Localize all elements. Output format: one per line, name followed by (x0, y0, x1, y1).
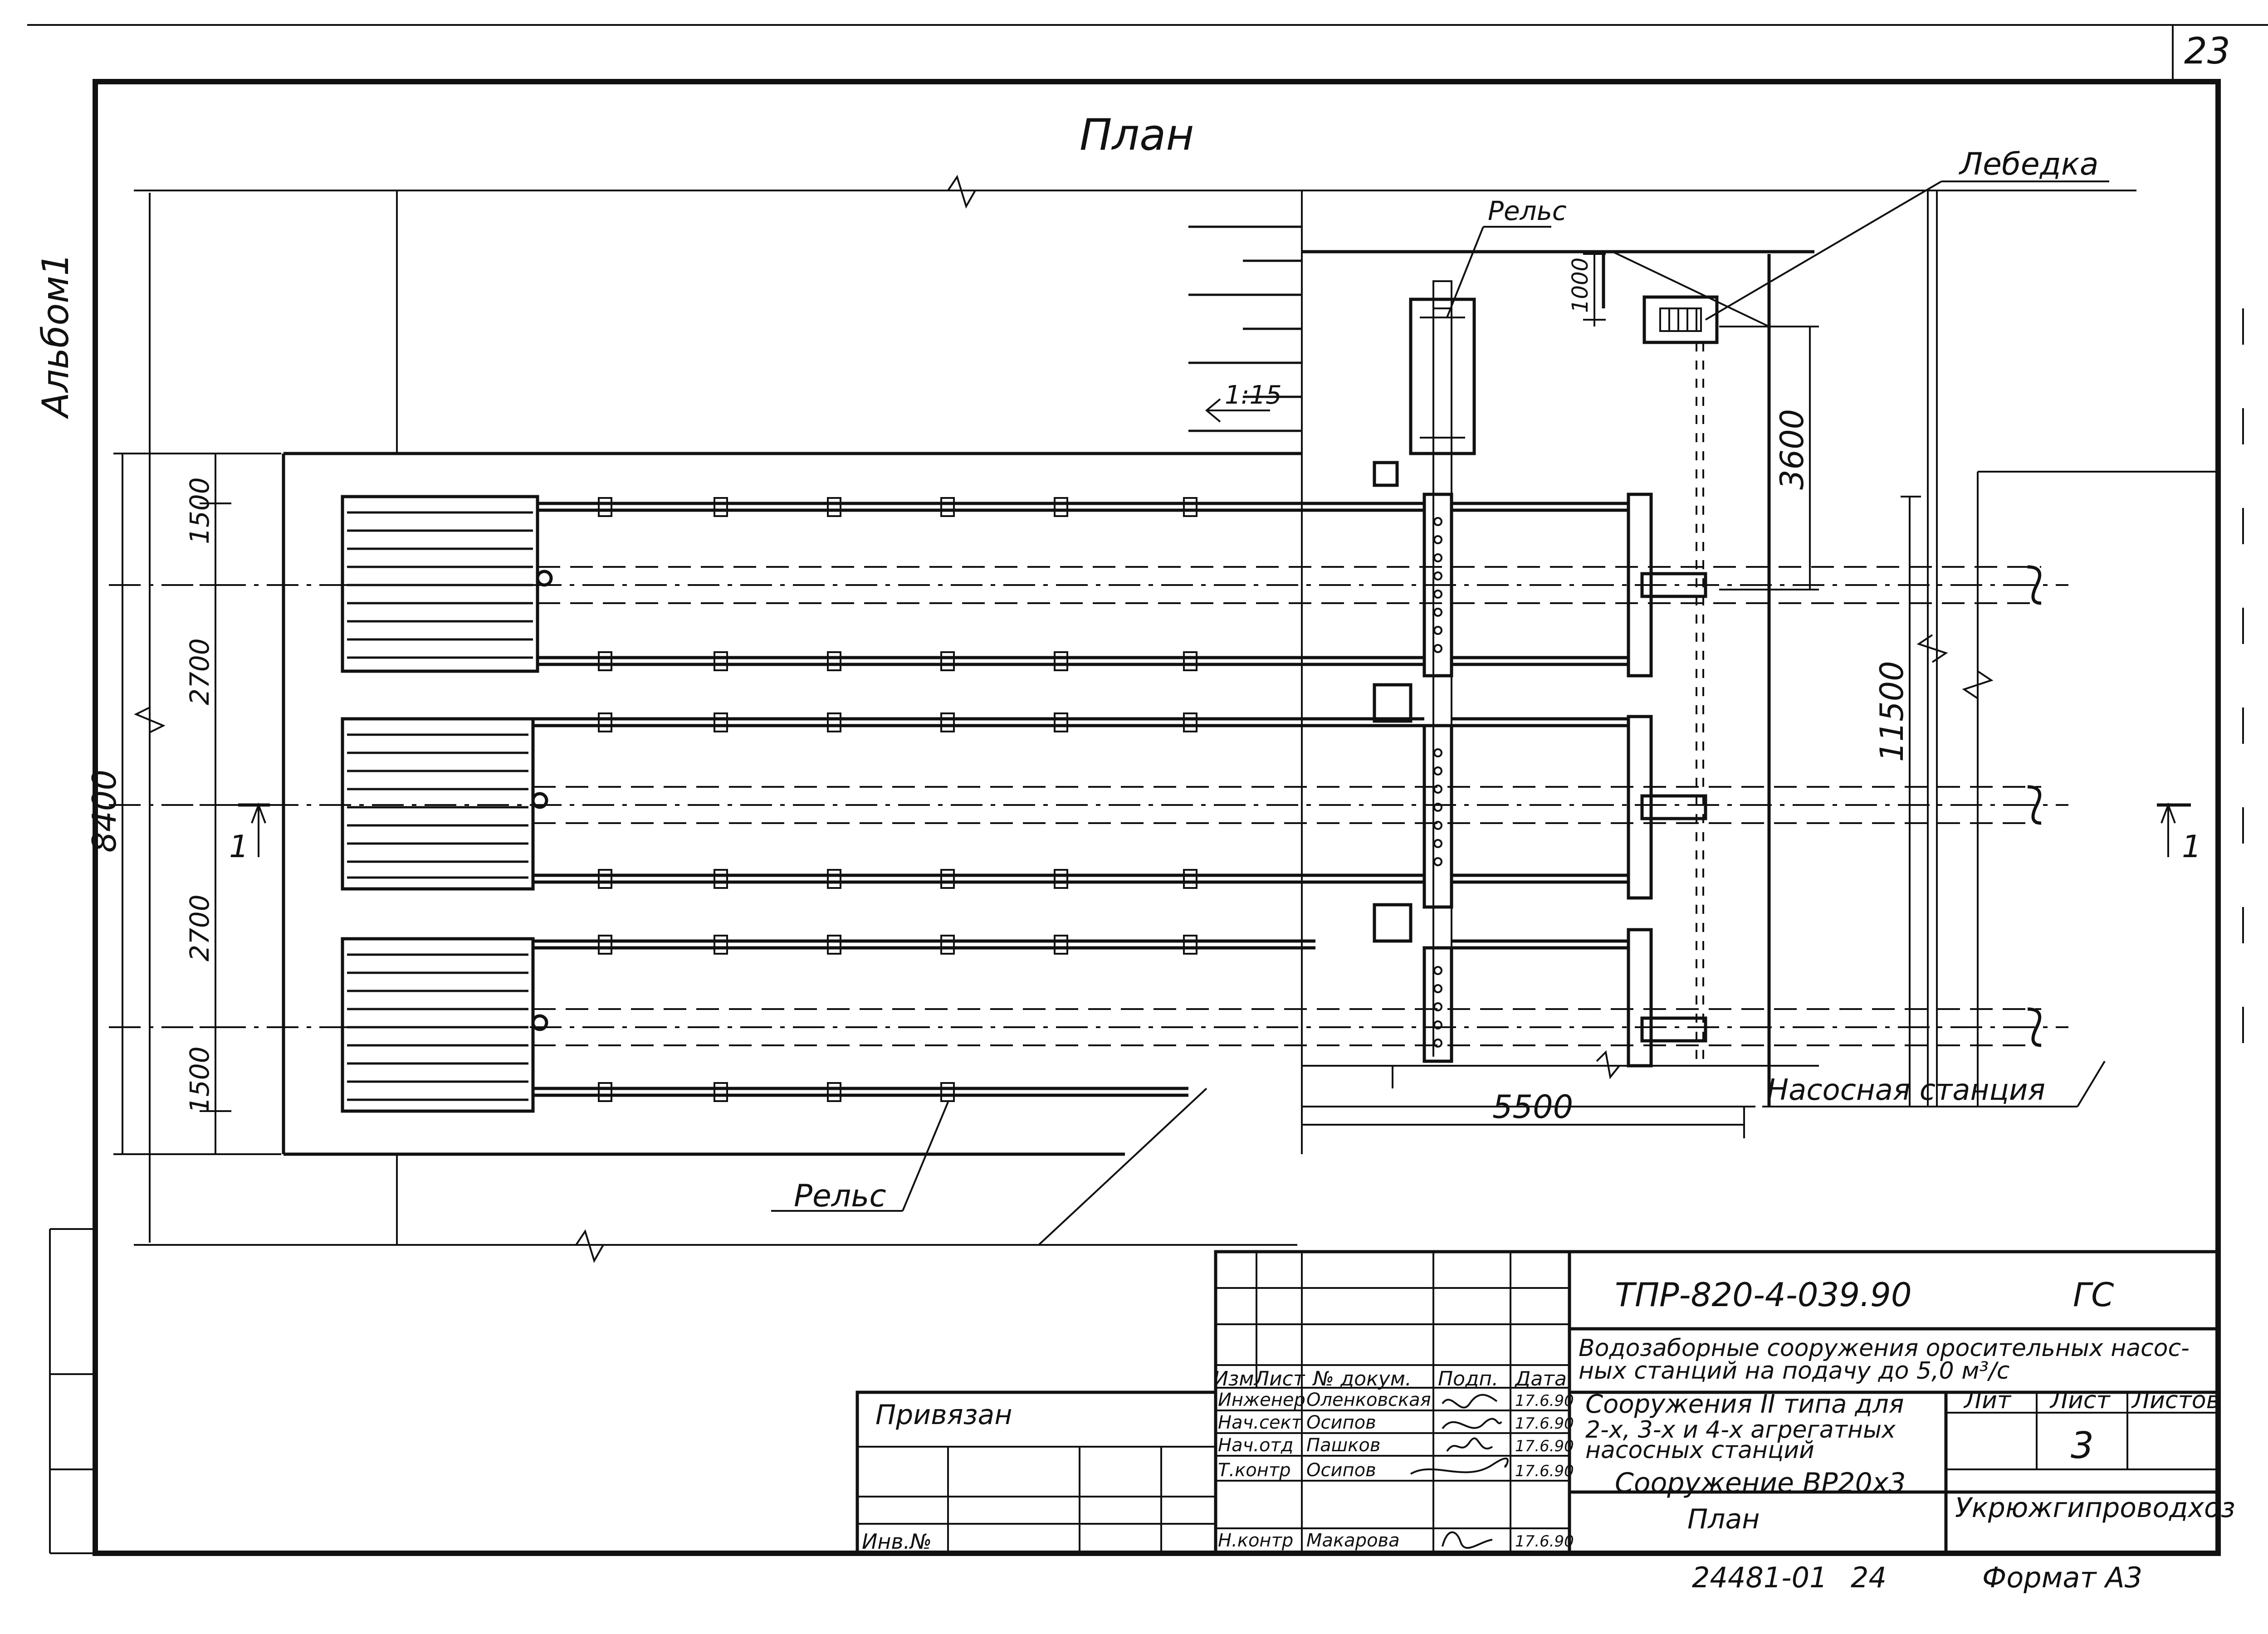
dim-chain-left (113, 453, 281, 1155)
signer-date: 17.6.90 (1515, 1462, 1574, 1480)
lit-header: Лит (1963, 1387, 2012, 1414)
signature-mark (1442, 1394, 1498, 1409)
signer-name: Осипов (1306, 1412, 1376, 1433)
extent-lines (134, 175, 2136, 1263)
plan-title: План (1080, 110, 1194, 160)
signer-row: Т.контр Осипов 17.6.90 (1218, 1458, 1574, 1481)
pump-station-outline (1302, 190, 2218, 1107)
rail-bottom-callout: Рельс (771, 1088, 1207, 1246)
rail-top-callout: Рельс (1446, 195, 1567, 318)
signer-role: Инженер (1218, 1390, 1305, 1410)
signer-row: Н.контр Макарова 17.6.90 (1218, 1530, 1574, 1551)
winch (1642, 295, 1719, 1066)
title-block (855, 1250, 2220, 1555)
gate-frames (1422, 493, 1707, 1068)
trash-screen (341, 717, 535, 891)
sheet-name-line-1: Сооружение ВР20х3 (1615, 1467, 1906, 1499)
section-mark-left-label: 1 (229, 829, 249, 865)
part-line-1: Сооружения II типа для (1585, 1390, 1904, 1419)
bound-label: Привязан (875, 1399, 1012, 1431)
slope-hatch (1188, 225, 1302, 432)
signature-mark (1410, 1458, 1509, 1475)
pump-station-label: Насосная станция (1767, 1073, 2045, 1107)
pipe-ends (531, 565, 2042, 1047)
dim-chain-right (1583, 253, 1921, 1107)
dim-8400: 8400 (85, 770, 123, 853)
doc-stage: ГС (2073, 1276, 2114, 1314)
platform-outline (132, 452, 1302, 1156)
dim-2700-a: 2700 (184, 638, 215, 705)
signer-role: Т.контр (1218, 1460, 1291, 1481)
rail-top-label: Рельс (1488, 195, 1567, 226)
signer-date: 17.6.90 (1515, 1415, 1574, 1433)
signature-mark (1446, 1437, 1493, 1452)
archive-number: 24481-01 (1692, 1561, 1828, 1594)
signer-name: Макарова (1306, 1530, 1400, 1551)
trash-screen (341, 937, 535, 1113)
winch-label: Лебедка (1958, 146, 2099, 182)
dim-1000: 1000 (1568, 258, 1593, 313)
archive-sheet: 24 (1851, 1561, 1887, 1594)
signer-role: Нач.отд (1218, 1435, 1293, 1456)
part-line-3: насосных станций (1585, 1437, 1814, 1464)
page-number: 23 (2184, 30, 2230, 72)
rail-bottom-label: Рельс (794, 1178, 886, 1214)
part-line-2: 2-х, 3-х и 4-х агрегатных (1585, 1416, 1896, 1444)
signer-row: Нач.сект Осипов 17.6.90 (1218, 1412, 1574, 1433)
inv-label: Инв.№ (862, 1529, 932, 1554)
project-line-1: Водозаборные сооружения оросительных нас… (1579, 1335, 2190, 1362)
dim-5500-label: 5500 (1492, 1088, 1573, 1126)
dim-2700-b: 2700 (184, 894, 215, 961)
col-header-date: Дата (1514, 1367, 1567, 1390)
section-mark-left: 1 (229, 802, 270, 865)
dim-5500: 5500 (1301, 1088, 1745, 1138)
rails (533, 502, 1628, 1097)
col-header-sheet: Лист (1253, 1367, 1305, 1390)
signature-mark (1442, 1531, 1493, 1549)
signer-name: Оленковская (1306, 1390, 1431, 1410)
dim-3600: 3600 (1774, 409, 1811, 490)
album-label: Альбом1 (34, 253, 77, 419)
signer-role: Н.контр (1218, 1530, 1293, 1551)
signer-row: Инженер Оленковская 17.6.90 (1218, 1390, 1574, 1410)
section-mark-right-label: 1 (2182, 829, 2201, 865)
col-header-sign: Подп. (1438, 1367, 1498, 1390)
doc-code: ТПР-820-4-039.90 (1615, 1276, 1912, 1314)
section-mark-right: 1 (2157, 802, 2201, 865)
signer-name: Пашков (1306, 1435, 1380, 1456)
format-label: Формат А3 (1982, 1561, 2142, 1594)
winch-callout: Лебедка (1705, 146, 2109, 321)
col-header-change: Изм (1213, 1367, 1254, 1390)
dim-11500: 11500 (1873, 661, 1911, 762)
dim-1500-top: 1500 (184, 477, 215, 544)
col-header-doc: № докум. (1312, 1367, 1412, 1390)
flow-axes (109, 566, 2068, 1046)
signer-row: Нач.отд Пашков 17.6.90 (1218, 1435, 1574, 1456)
project-line-2: ных станций на подачу до 5,0 м³/с (1579, 1357, 2009, 1385)
slope-label: 1:15 (1225, 380, 1282, 410)
gate-column (1373, 280, 1476, 1057)
rail-clips (598, 497, 1198, 1102)
sheet-name-line-2: План (1687, 1503, 1760, 1535)
signer-date: 17.6.90 (1515, 1392, 1574, 1410)
sheet-header: Лист (2049, 1387, 2111, 1414)
signature-mark (1442, 1418, 1502, 1429)
organization-name: Укрюжгипроводхоз (1955, 1492, 2235, 1524)
signer-date: 17.6.90 (1515, 1437, 1574, 1455)
dim-1500-bottom: 1500 (184, 1046, 215, 1113)
pump-station-callout: Насосная станция (1762, 1060, 2106, 1107)
trash-screen (341, 495, 539, 673)
signer-name: Осипов (1306, 1460, 1376, 1481)
trash-screens (341, 495, 539, 1113)
signer-role: Нач.сект (1218, 1412, 1303, 1433)
slope-marker: 1:15 (1205, 380, 1282, 423)
signer-date: 17.6.90 (1515, 1532, 1574, 1551)
sheets-header: Листов (2131, 1387, 2220, 1414)
sheet-number: 3 (2071, 1424, 2094, 1467)
